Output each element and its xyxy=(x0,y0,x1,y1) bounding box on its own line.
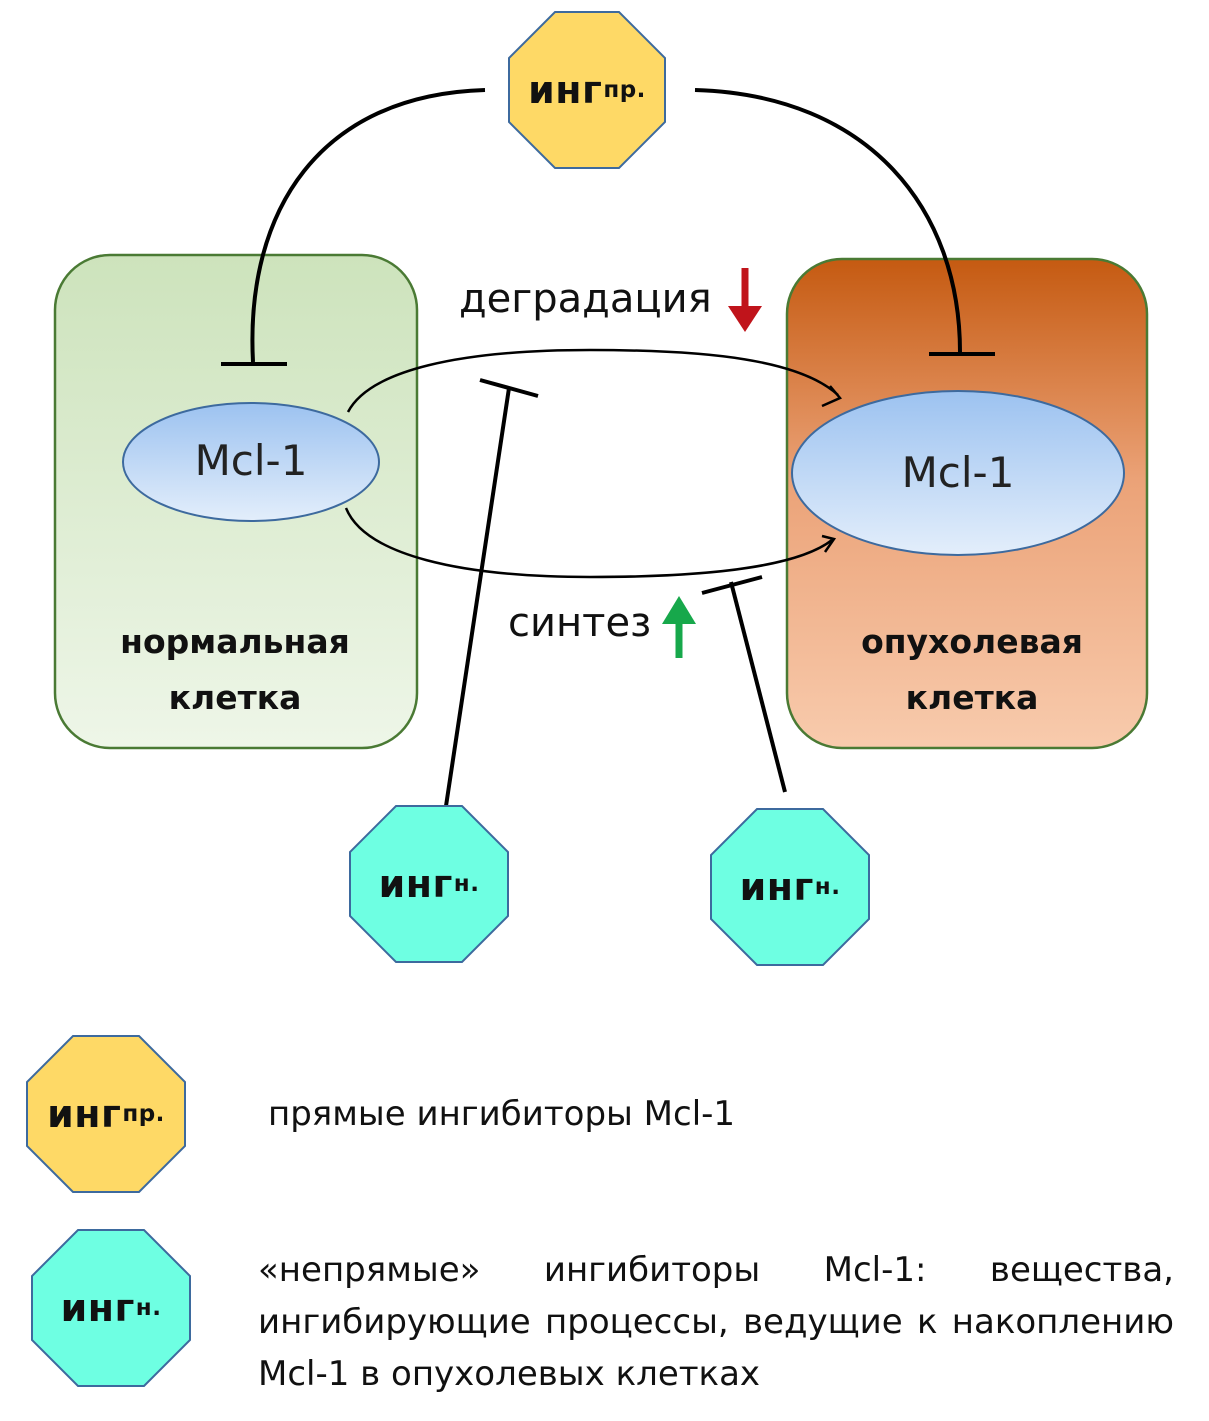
synthesis-label: синтез xyxy=(508,600,652,646)
indirect-inhibitor-sub: н. xyxy=(453,871,480,897)
legend-direct-sub: пр. xyxy=(122,1101,165,1127)
direct-inhibition-left xyxy=(221,88,486,366)
direct-inhibitor-main: инг xyxy=(528,68,603,112)
direct-inhibition-right xyxy=(694,88,995,356)
indirect-inhibitor-sub: н. xyxy=(814,874,841,900)
tumor-cell-name-line1: опухолевая xyxy=(861,622,1083,661)
synthesis-loop xyxy=(344,507,837,579)
legend-indirect-sub: н. xyxy=(135,1295,162,1321)
normal-cell-name-line2: клетка xyxy=(168,678,302,717)
degradation-loop xyxy=(346,348,843,413)
indirect-inhibitor-octagon-right xyxy=(710,808,870,966)
degradation-label: деградация xyxy=(459,276,712,322)
normal-cell-name: нормальная клетка xyxy=(0,614,470,726)
tumor-cell-name-line2: клетка xyxy=(905,678,1039,717)
indirect-inhibitor-main: инг xyxy=(378,862,453,906)
legend-indirect-octagon xyxy=(31,1229,191,1387)
legend-direct-text: прямые ингибиторы Mcl-1 xyxy=(268,1094,736,1134)
legend-indirect-text: «непрямые» ингибиторы Mcl-1: вещества, и… xyxy=(258,1250,1174,1394)
tumor-cell-name: опухолевая клетка xyxy=(787,614,1157,726)
down-arrow-icon xyxy=(728,268,762,332)
indirect-inhibition-synthesis xyxy=(701,575,787,793)
up-arrow-icon xyxy=(662,596,696,658)
indirect-inhibitor-main: инг xyxy=(739,865,814,909)
mcl1-normal-label: Mcl-1 xyxy=(194,436,308,485)
direct-inhibitor-sub: пр. xyxy=(603,77,646,103)
normal-cell-name-line1: нормальная xyxy=(120,622,350,661)
mcl1-tumor-ellipse xyxy=(791,390,1125,556)
legend-direct-octagon xyxy=(26,1035,186,1193)
legend-direct-main: инг xyxy=(47,1092,122,1136)
direct-inhibitor-octagon xyxy=(508,11,666,169)
mcl1-normal-ellipse xyxy=(122,402,380,522)
legend-indirect-main: инг xyxy=(60,1286,135,1330)
indirect-inhibition-degradation xyxy=(444,378,539,807)
indirect-inhibitor-octagon-left xyxy=(349,805,509,963)
mcl1-tumor-label: Mcl-1 xyxy=(901,448,1015,497)
